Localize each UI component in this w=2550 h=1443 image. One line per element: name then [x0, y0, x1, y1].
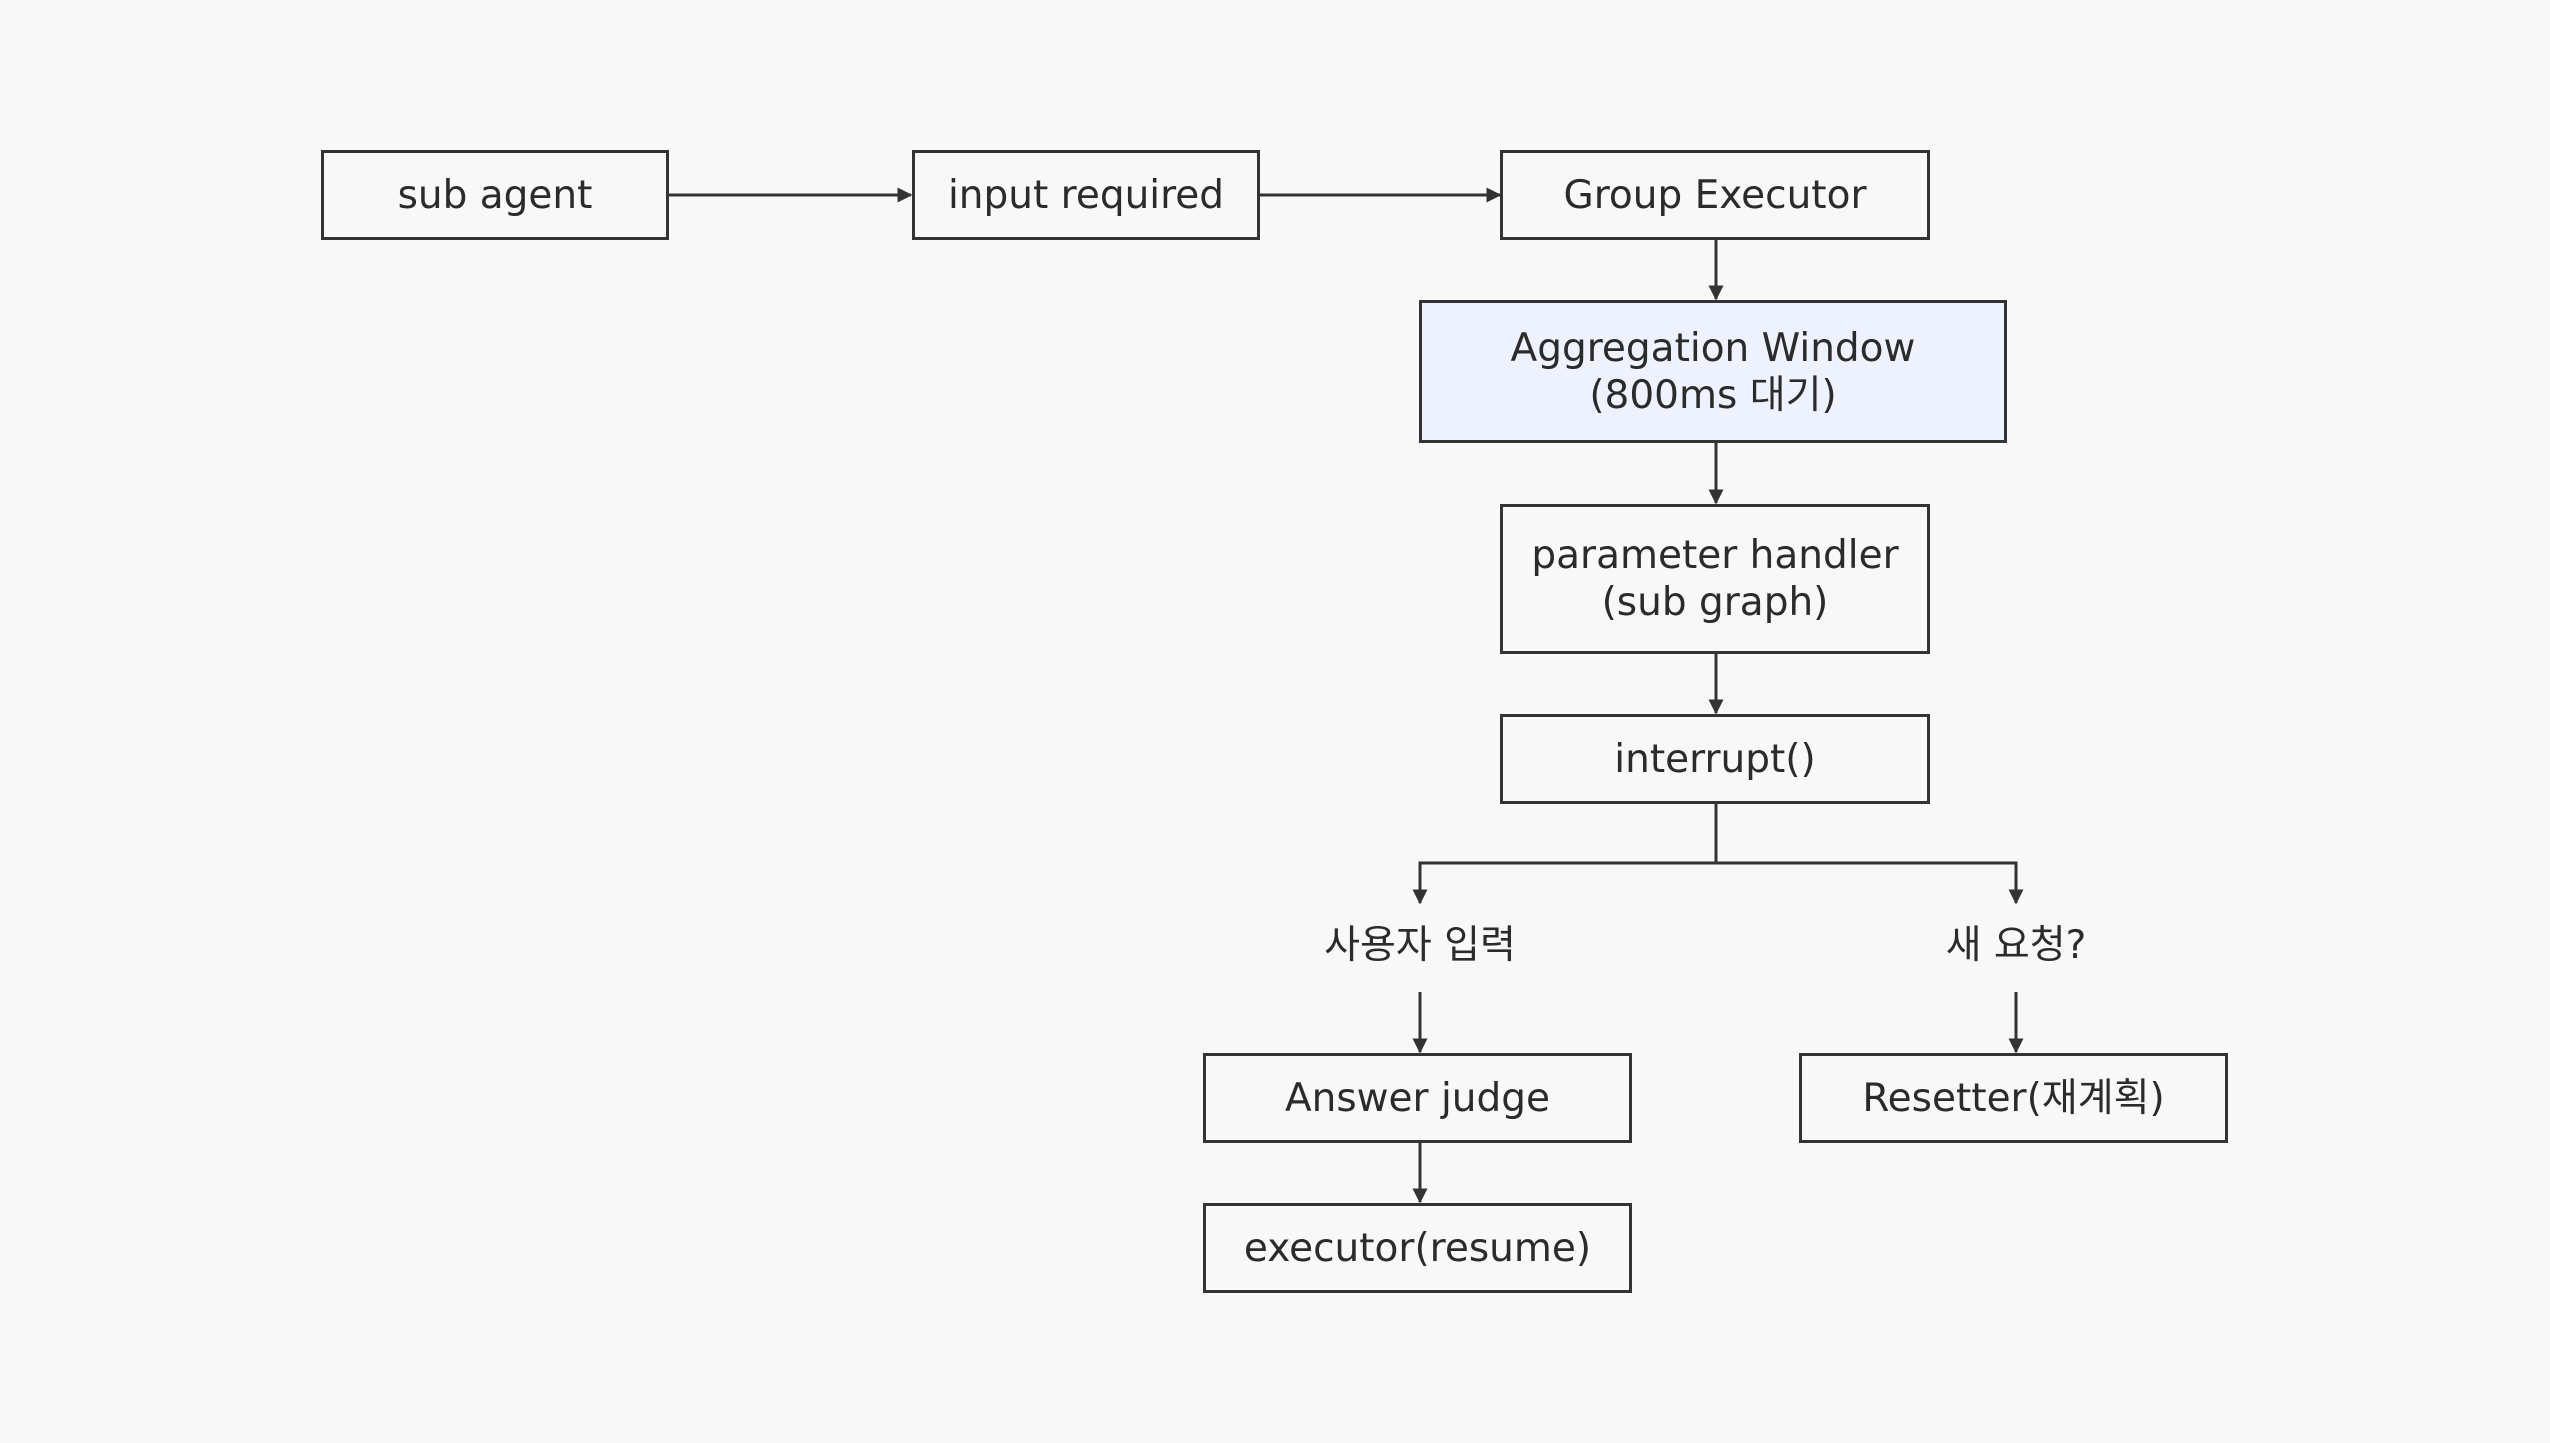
node-parameter-handler: parameter handler (sub graph) — [1500, 504, 1930, 654]
node-resetter-label: Resetter(재계획) — [1862, 1075, 2165, 1121]
node-aggregation-window-line1: Aggregation Window — [1510, 325, 1916, 371]
node-executor-resume: executor(resume) — [1203, 1203, 1632, 1293]
node-resetter: Resetter(재계획) — [1799, 1053, 2228, 1143]
node-interrupt: interrupt() — [1500, 714, 1930, 804]
node-aggregation-window-line2: (800ms 대기) — [1589, 372, 1837, 418]
node-parameter-handler-line1: parameter handler — [1531, 533, 1899, 578]
edge-interrupt-to-new-request — [1716, 861, 2024, 905]
node-sub-agent: sub agent — [321, 150, 669, 240]
node-answer-judge: Answer judge — [1203, 1053, 1632, 1143]
node-answer-judge-label: Answer judge — [1284, 1075, 1551, 1121]
node-interrupt-label: interrupt() — [1614, 736, 1816, 782]
node-executor-resume-label: executor(resume) — [1243, 1225, 1592, 1271]
branch-label-new-request-text: 새 요청? — [1945, 923, 2087, 968]
branch-label-user-input-text: 사용자 입력 — [1324, 923, 1516, 968]
node-input-required-label: input required — [947, 172, 1225, 218]
edge-interrupt-to-user-input — [1412, 803, 1718, 905]
node-group-executor-label: Group Executor — [1563, 172, 1867, 218]
branch-label-new-request: 새 요청? — [1866, 922, 2166, 969]
node-aggregation-window: Aggregation Window (800ms 대기) — [1419, 300, 2007, 443]
node-input-required: input required — [912, 150, 1260, 240]
node-parameter-handler-line2: (sub graph) — [1601, 580, 1829, 625]
branch-label-user-input: 사용자 입력 — [1270, 922, 1570, 969]
node-group-executor: Group Executor — [1500, 150, 1930, 240]
node-sub-agent-label: sub agent — [397, 172, 593, 218]
